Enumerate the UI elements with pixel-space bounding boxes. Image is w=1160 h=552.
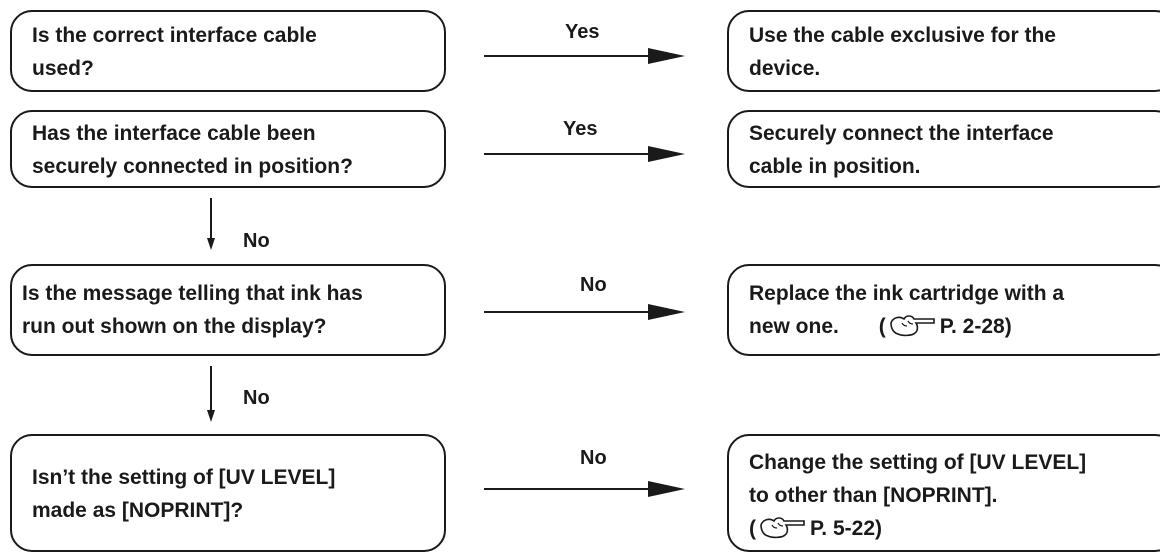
result-line: device. <box>749 57 821 80</box>
question-line: Is the message telling that ink has <box>22 282 363 305</box>
down-label-1: No <box>243 230 270 252</box>
pointing-hand-icon <box>888 314 938 348</box>
question-box-4: Isn’t the setting of [UV LEVEL] made as … <box>10 434 446 552</box>
result-line: new one. <box>749 315 839 338</box>
arrow-row-1 <box>484 48 685 64</box>
answer-label-1: Yes <box>565 21 600 43</box>
page-reference[interactable]: P. 2-28 <box>939 315 1005 338</box>
result-box-1: Use the cable exclusive for the device. <box>727 10 1160 92</box>
question-line: made as [NOPRINT]? <box>32 499 244 522</box>
pointing-hand-icon <box>758 516 808 550</box>
question-line: run out shown on the display? <box>22 315 327 338</box>
result-line: Use the cable exclusive for the <box>749 24 1056 47</box>
result-box-2: Securely connect the interface cable in … <box>727 110 1160 188</box>
arrow-down-2 <box>207 366 215 422</box>
question-line: Isn’t the setting of [UV LEVEL] <box>32 466 336 489</box>
result-box-3: Replace the ink cartridge with a new one… <box>727 264 1160 356</box>
question-line: Has the interface cable been <box>32 122 316 145</box>
answer-label-4: No <box>580 447 607 469</box>
result-line-with-ref: new one. (P. 2-28) <box>749 310 1160 348</box>
result-line: to other than [NOPRINT]. <box>749 484 998 507</box>
question-box-2: Has the interface cable been securely co… <box>10 110 446 188</box>
result-line: Change the setting of [UV LEVEL] <box>749 451 1087 474</box>
question-line: used? <box>32 57 94 80</box>
arrow-row-4 <box>484 481 685 497</box>
result-line-with-ref: (P. 5-22) <box>749 512 1160 550</box>
question-box-1: Is the correct interface cable used? <box>10 10 446 92</box>
question-line: securely connected in position? <box>32 155 353 178</box>
answer-label-3: No <box>580 274 607 296</box>
arrow-down-1 <box>207 198 215 250</box>
result-line: cable in position. <box>749 155 921 178</box>
result-line: Replace the ink cartridge with a <box>749 282 1065 305</box>
answer-label-2: Yes <box>563 118 598 140</box>
question-line: Is the correct interface cable <box>32 24 317 47</box>
question-box-3: Is the message telling that ink has run … <box>10 264 446 356</box>
result-box-4: Change the setting of [UV LEVEL] to othe… <box>727 434 1160 552</box>
down-label-2: No <box>243 387 270 409</box>
page-reference[interactable]: P. 5-22 <box>810 517 875 540</box>
result-line: Securely connect the interface <box>749 122 1054 145</box>
arrow-row-2 <box>484 146 685 162</box>
arrow-row-3 <box>484 304 685 320</box>
